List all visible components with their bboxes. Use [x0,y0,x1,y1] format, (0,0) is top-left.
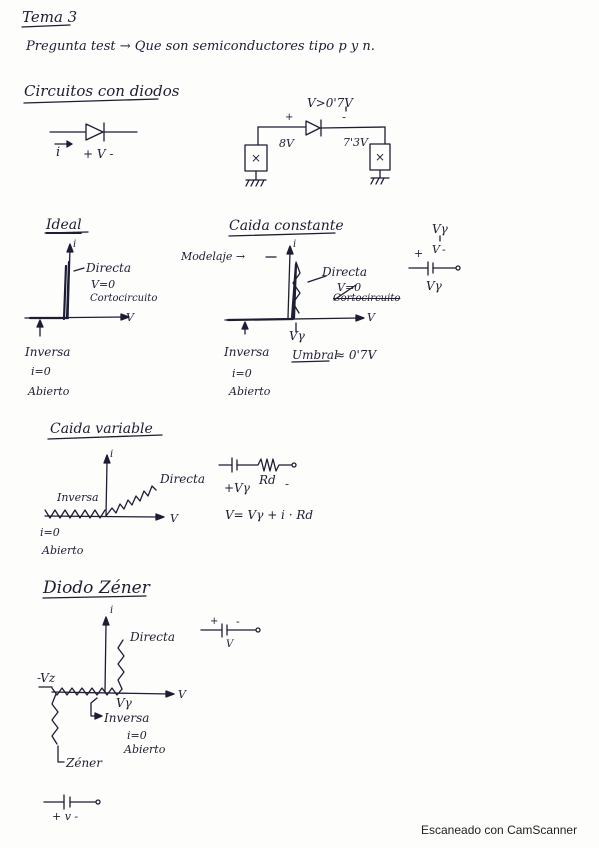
diode-symbol [49,122,138,148]
cv-minus: - [285,477,290,491]
zener-graph [38,616,175,763]
ideal-inversa: Inversa [25,345,71,359]
ideal-v-eq: V=0 [91,278,116,291]
zener-label: Zéner [66,756,103,770]
zener-bottom-sign: + v - [52,810,79,823]
ideal-abierto: Abierto [28,385,70,398]
cc-umbral: Umbral [292,348,338,362]
caida-variable-heading: Caida variable [50,421,153,437]
cc-directa: Directa [322,265,367,279]
zener-heading: Diodo Zéner [43,578,150,598]
symbol-v: V [432,243,440,256]
cv-vy: +Vγ [224,481,250,495]
cv-abierto: Abierto [42,544,84,557]
zener-v-axis-label: V [178,688,186,701]
zener-source-symbol [200,623,261,638]
ideal-i-eq: i=0 [31,365,51,378]
caida-constante-heading: Caida constante [229,218,344,234]
cc-i-eq: i=0 [232,367,252,380]
cc-vy-label: Vγ [289,329,305,343]
zener-abierto: Abierto [124,743,166,756]
title-underline [21,24,71,28]
scanner-watermark: Escaneado con CamScanner [421,823,578,837]
resistor-mark-right: × [375,150,386,164]
cv-i-eq: i=0 [40,526,60,539]
cv-formula: V= Vγ + i · Rd [225,508,314,522]
ideal-v-axis-label: V [126,311,134,324]
resistor-mark-left: × [251,151,262,165]
cv-directa: Directa [160,472,205,486]
source-resistor-symbol [218,457,297,473]
caida-constante-underline [228,232,336,237]
zener-vz: -Vz [37,671,56,685]
zener-inversa: Inversa [104,711,150,725]
symbol-minus: - [442,243,446,256]
cc-cortocircuito: Cortocircuito [333,293,401,304]
cc-v-eq: V=0 [337,281,362,294]
caida-variable-underline [47,434,163,440]
threshold-source-symbol [408,235,461,276]
zener-i-eq: i=0 [127,729,147,742]
voltage-8v: 8V [279,137,294,150]
caida-variable-graph [44,454,165,521]
cv-v-axis-label: V [170,512,178,525]
symbol-vy-top: Vγ [432,222,448,236]
zener-symbol-plus: + [210,616,219,627]
zener-heading-underline [42,595,147,599]
symbol-plus: + [414,247,424,260]
current-label: i [56,145,61,160]
zener-i-axis-label: i [110,605,114,616]
circuits-heading: Circuitos con diodos [24,82,180,100]
caida-constante-graph [224,245,365,363]
ideal-graph [24,243,130,337]
question-line: Pregunta test → Que son semiconductores … [26,39,375,54]
symbol-vy-bottom: Vγ [426,279,442,293]
cc-modelaje: Modelaje → [181,250,246,263]
zener-bottom-symbol [43,794,101,810]
voltage-label: + V - [83,147,114,161]
ideal-heading: Ideal [46,217,82,233]
ideal-directa: Directa [86,261,131,275]
cv-i-axis-label: i [110,449,114,460]
ideal-i-axis-label: i [73,239,77,250]
voltage-7-3v: 7'3V [343,136,368,149]
page-title: Tema 3 [22,8,78,26]
minus-sign: - [342,110,347,124]
cc-umbral-value: ≈ 0'7V [335,348,377,362]
ideal-cortocircuito: Cortocircuito [90,293,158,304]
zener-vy: Vγ [116,696,132,710]
cc-abierto: Abierto [229,385,271,398]
diode-circuit [244,106,391,187]
zener-directa: Directa [130,630,175,644]
cc-i-axis-label: i [293,239,297,250]
circuits-heading-underline [23,98,159,104]
ideal-heading-underline [44,231,89,234]
cv-inversa: Inversa [57,491,99,504]
zener-symbol-v: V [226,639,234,650]
cv-rd: Rd [259,473,276,487]
cc-v-axis-label: V [367,311,375,324]
cc-inversa: Inversa [224,345,270,359]
plus-sign: + [285,112,294,123]
condition-label: V>0'7V [307,96,353,110]
zener-symbol-minus: - [236,615,240,628]
